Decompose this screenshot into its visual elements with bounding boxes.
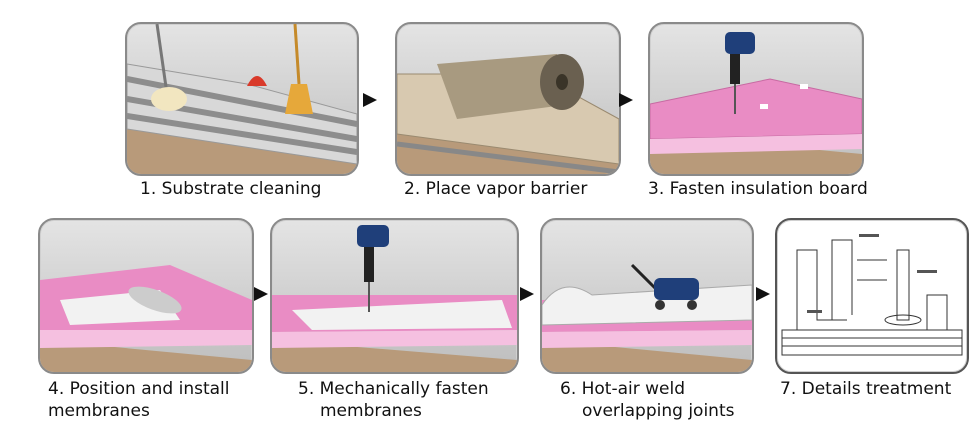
step-7-caption: 7. Details treatment (780, 379, 952, 399)
arrow-right-icon (520, 287, 534, 301)
step-1-image (125, 22, 359, 176)
step-4-caption-line1: 4. Position and install (48, 379, 230, 399)
step-2-caption: 2. Place vapor barrier (404, 179, 588, 199)
arrow-right-icon (619, 93, 633, 107)
step-2-image (395, 22, 621, 176)
step-5-caption-line1: 5. Mechanically fasten (298, 379, 489, 399)
step-3-caption: 3. Fasten insulation board (648, 179, 868, 199)
step-6-caption: 6. Hot-air weld overlapping joints (560, 378, 734, 422)
step-7-image (775, 218, 969, 374)
arrow-right-icon (756, 287, 770, 301)
step-5-image (270, 218, 519, 374)
step-4-caption: 4. Position and install membranes (48, 378, 230, 422)
step-4-image (38, 218, 254, 374)
step-3-image (648, 22, 864, 176)
arrow-right-icon (363, 93, 377, 107)
step-4-caption-line2: membranes (48, 401, 150, 421)
step-6-caption-line2: overlapping joints (582, 401, 735, 421)
step-6-caption-line1: 6. Hot-air weld (560, 379, 686, 399)
step-5-caption: 5. Mechanically fasten membranes (298, 378, 489, 422)
step-5-caption-line2: membranes (320, 401, 422, 421)
step-1-caption: 1. Substrate cleaning (140, 179, 322, 199)
step-6-image (540, 218, 754, 374)
arrow-right-icon (254, 287, 268, 301)
